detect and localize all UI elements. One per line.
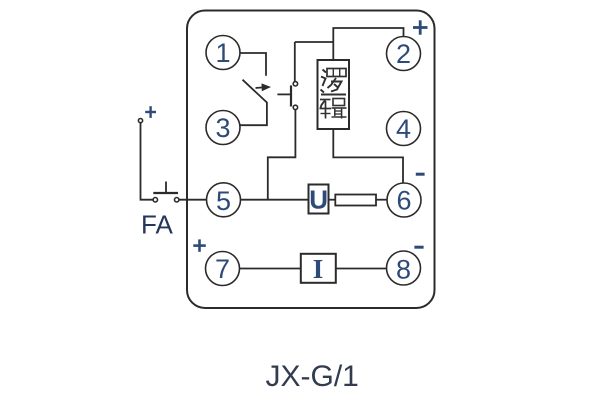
- svg-text:7: 7: [215, 254, 230, 284]
- svg-text:1: 1: [215, 38, 230, 68]
- svg-text:FA: FA: [141, 210, 173, 240]
- svg-text:3: 3: [215, 113, 230, 143]
- svg-text:U: U: [309, 185, 328, 215]
- svg-text:I: I: [313, 254, 324, 284]
- svg-text:8: 8: [396, 254, 411, 284]
- svg-text:2: 2: [396, 39, 411, 69]
- svg-text:4: 4: [396, 114, 411, 144]
- svg-text:JX-G/1: JX-G/1: [266, 360, 359, 393]
- svg-text:6: 6: [396, 186, 411, 216]
- svg-text:5: 5: [216, 186, 231, 216]
